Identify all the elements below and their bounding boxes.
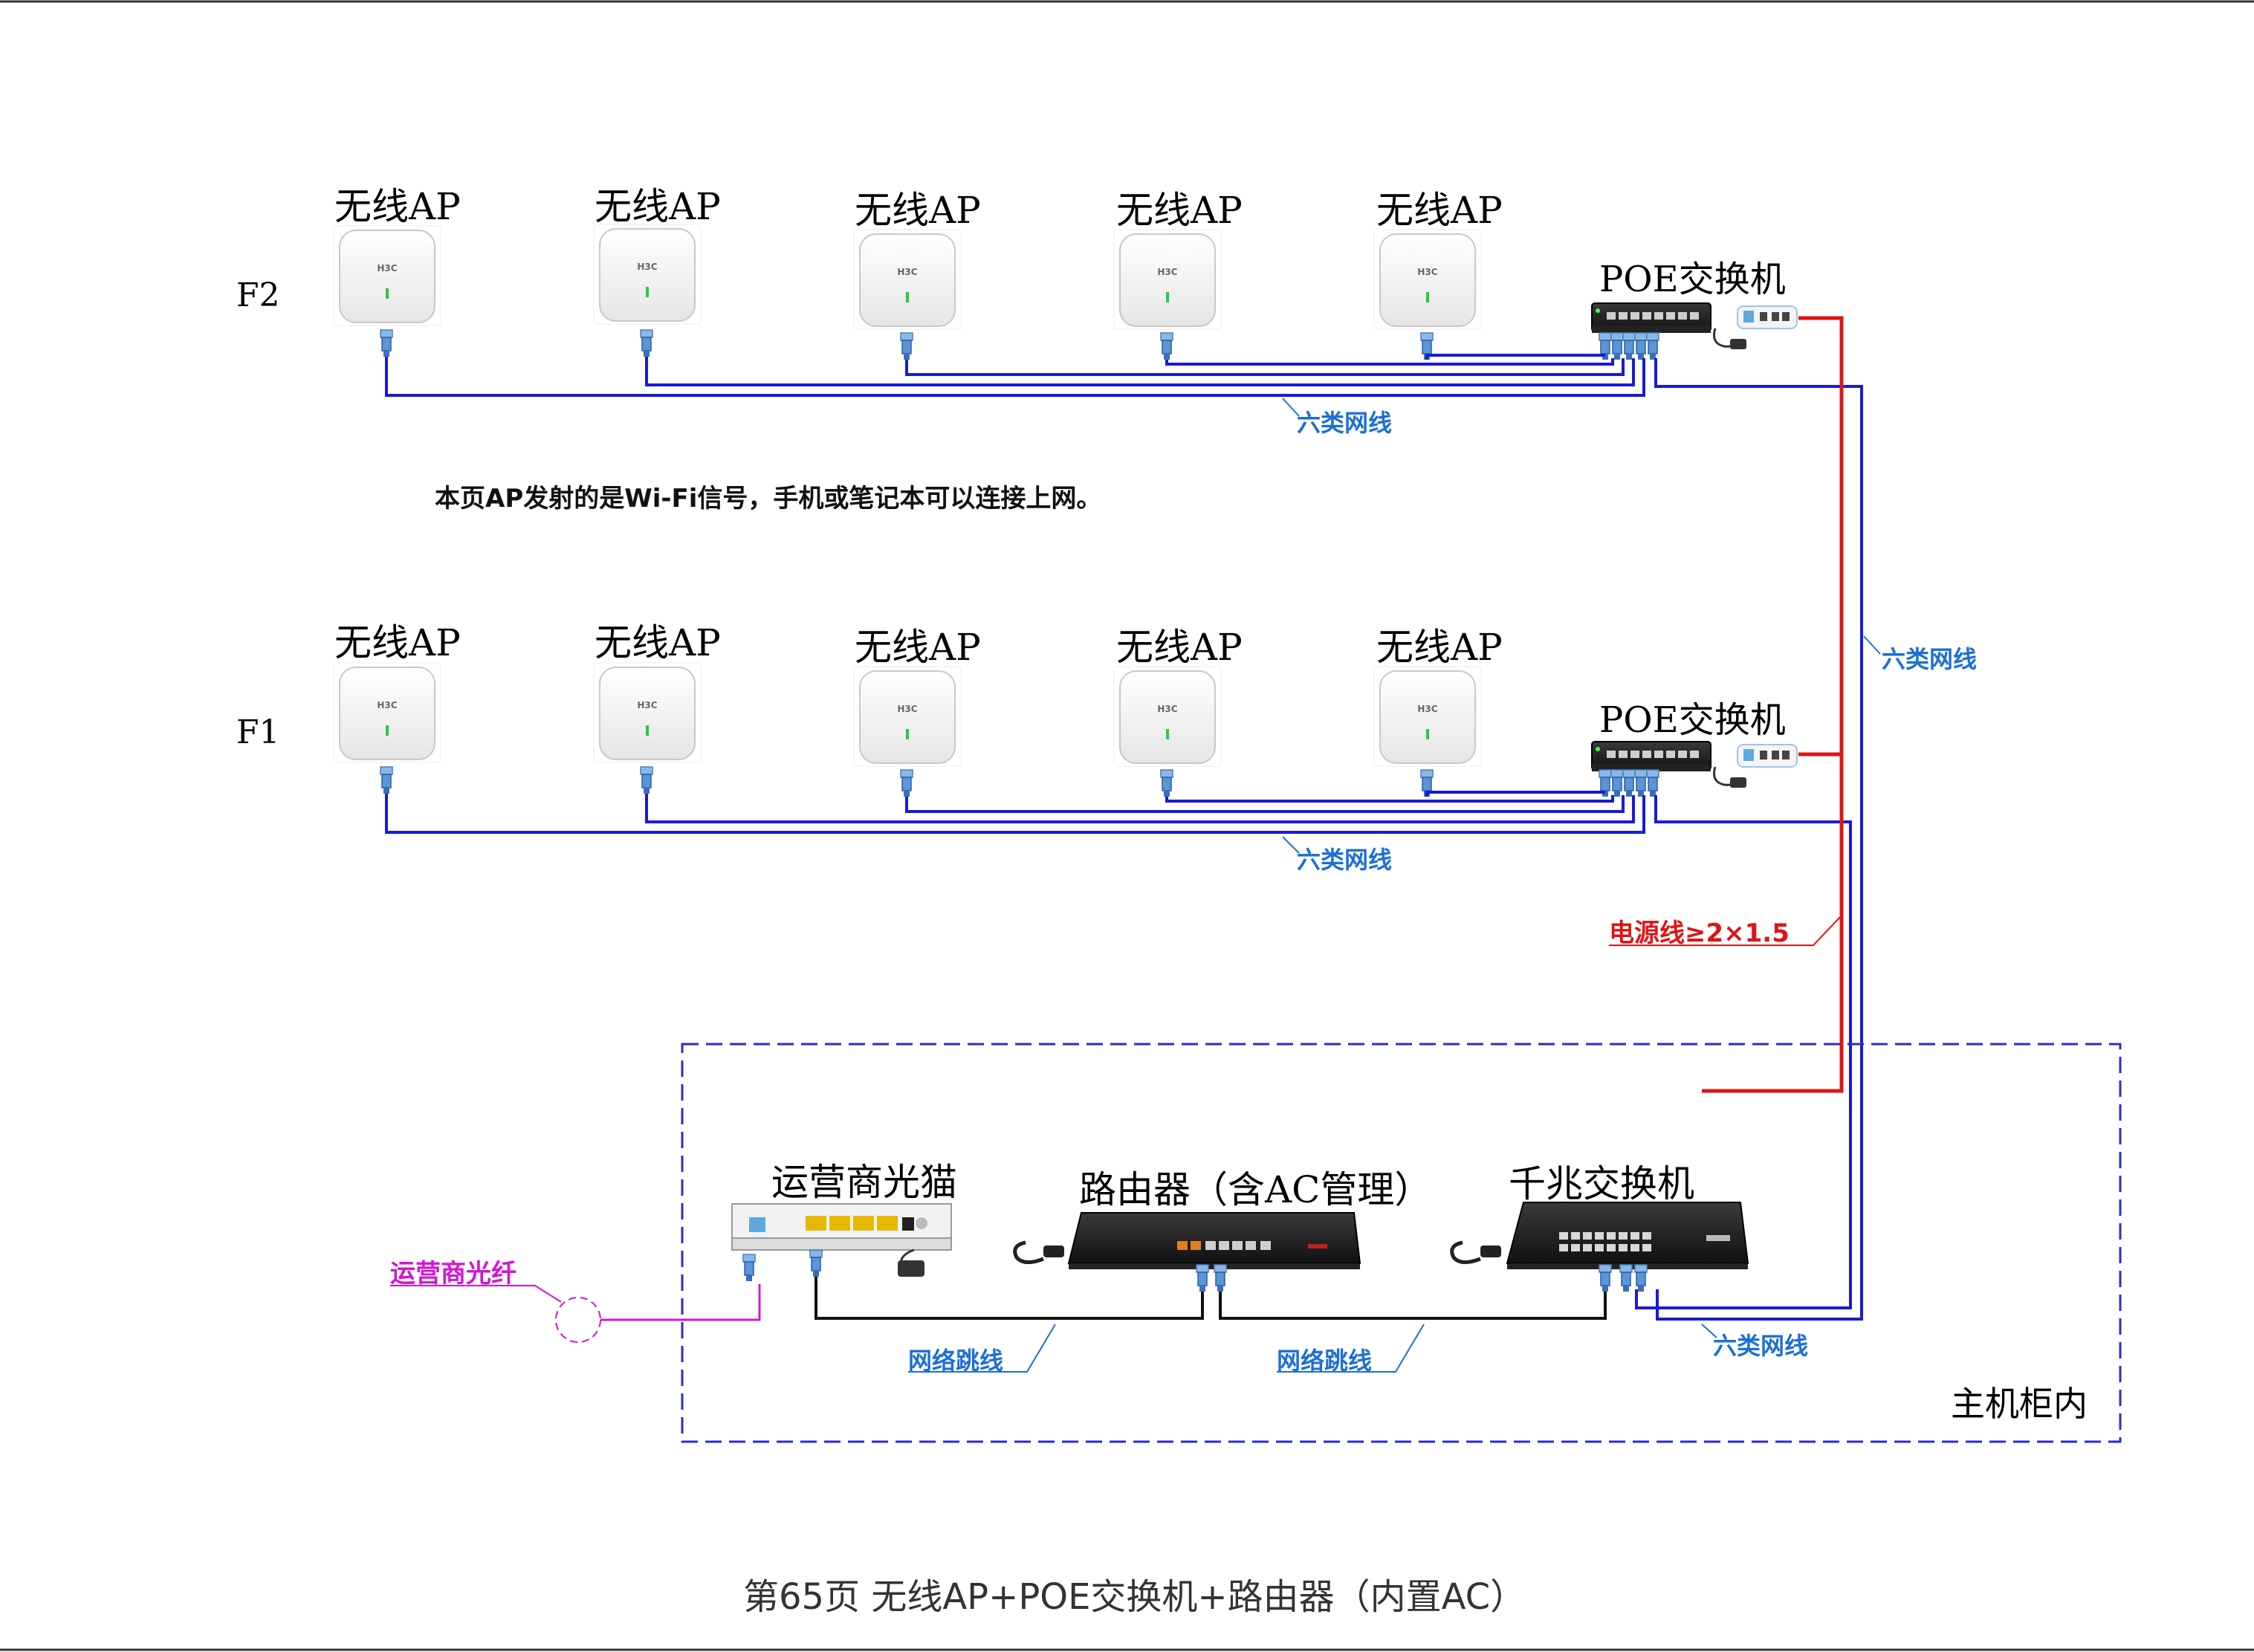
patch1-label: 网络跳线 <box>908 1347 1003 1375</box>
f1-ap-group: 无线AP 无线AP 无线AP 无线AP 无线AP <box>333 621 1503 797</box>
fiber-entry-icon <box>555 1297 601 1343</box>
router-icon <box>1013 1212 1361 1269</box>
rj45-connector-icon <box>640 766 653 794</box>
f1-ap-label-3: 无线AP <box>855 626 981 669</box>
rj45-connector-icon <box>1599 1264 1612 1292</box>
optical-modem-icon <box>731 1203 952 1277</box>
rj45-connector-icon <box>1160 769 1173 797</box>
gigabit-switch-icon <box>1450 1202 1749 1269</box>
rj45-connector-icon <box>809 1249 823 1277</box>
rj45-connector-icon <box>900 332 913 360</box>
rj45-connector-icon <box>380 329 393 357</box>
wireless-ap-icon <box>853 666 962 767</box>
wireless-ap-icon <box>593 224 702 325</box>
f2-ap-label-4: 无线AP <box>1116 189 1243 232</box>
rj45-connector-icon <box>380 766 393 794</box>
f1-network-cables <box>385 791 1852 1309</box>
router-label: 路由器（含AC管理） <box>1079 1168 1431 1211</box>
wireless-ap-icon <box>593 662 702 763</box>
power-cable <box>1702 316 1844 1093</box>
rj45-connector-icon <box>1619 1264 1633 1292</box>
f1-switch-ports <box>1599 769 1659 797</box>
f2-cable-label: 六类网线 <box>1297 409 1392 437</box>
f2-ap-label-3: 无线AP <box>855 189 981 232</box>
f1-cable-label: 六类网线 <box>1297 846 1392 874</box>
wireless-ap-icon <box>333 662 441 763</box>
page-footer: 第65页 无线AP+POE交换机+路由器（内置AC） <box>743 1576 1526 1618</box>
rj45-connector-icon <box>900 769 913 797</box>
f1-ap-label-5: 无线AP <box>1376 626 1503 669</box>
f2-ap-label-1: 无线AP <box>334 185 461 228</box>
wireless-ap-icon <box>853 229 962 330</box>
note-text: 本页AP发射的是Wi-Fi信号，手机或笔记本可以连接上网。 <box>435 484 1101 514</box>
f2-power-strip-icon <box>1713 305 1798 351</box>
f2-ap-label-5: 无线AP <box>1376 189 1503 232</box>
rj45-connector-icon <box>1196 1264 1209 1292</box>
f1-poe-switch-icon <box>1591 741 1711 772</box>
f1-ap-label-2: 无线AP <box>595 621 721 664</box>
rj45-connector-icon <box>640 329 653 357</box>
wireless-ap-icon <box>1113 666 1222 767</box>
rj45-connector-icon <box>1634 1264 1648 1292</box>
f2-poe-switch-label: POE交换机 <box>1599 259 1786 300</box>
f1-power-strip-icon <box>1713 743 1798 789</box>
floor-label-f2: F2 <box>236 276 280 314</box>
floor-label-f1: F1 <box>236 713 280 751</box>
f1-ap-label-1: 无线AP <box>334 621 461 664</box>
wireless-ap-icon <box>1373 666 1482 767</box>
gigabit-switch-label: 千兆交换机 <box>1509 1162 1694 1205</box>
f2-poe-switch-icon <box>1591 302 1711 334</box>
f2-switch-ports <box>1599 332 1659 360</box>
fiber-cable <box>600 1284 761 1321</box>
wireless-ap-icon <box>1113 229 1222 330</box>
cabinet-label: 主机柜内 <box>1951 1384 2088 1424</box>
fiber-port-connector-icon <box>742 1254 756 1282</box>
f2-ap-label-2: 无线AP <box>595 185 721 228</box>
patch2-label: 网络跳线 <box>1277 1347 1372 1375</box>
uplink-cable-label: 六类网线 <box>1713 1332 1808 1360</box>
modem-label: 运营商光猫 <box>771 1161 957 1204</box>
power-cable-label: 电源线≥2×1.5 <box>1609 919 1790 948</box>
f2-network-cables <box>385 354 1863 1321</box>
patch-cords <box>815 1277 1607 1320</box>
rj45-connector-icon <box>1160 332 1173 360</box>
wireless-ap-icon <box>333 225 441 326</box>
rj45-connector-icon <box>1214 1264 1227 1292</box>
cabinet-boundary <box>681 1043 2122 1443</box>
wireless-ap-icon <box>1373 229 1482 330</box>
f1-poe-switch-label: POE交换机 <box>1599 699 1786 741</box>
fiber-label: 运营商光纤 <box>390 1259 516 1289</box>
f2-ap-group: 无线AP 无线AP 无线AP 无线AP 无线AP <box>333 185 1503 360</box>
f1-ap-label-4: 无线AP <box>1116 626 1243 669</box>
riser-cable-label: 六类网线 <box>1882 645 1977 673</box>
